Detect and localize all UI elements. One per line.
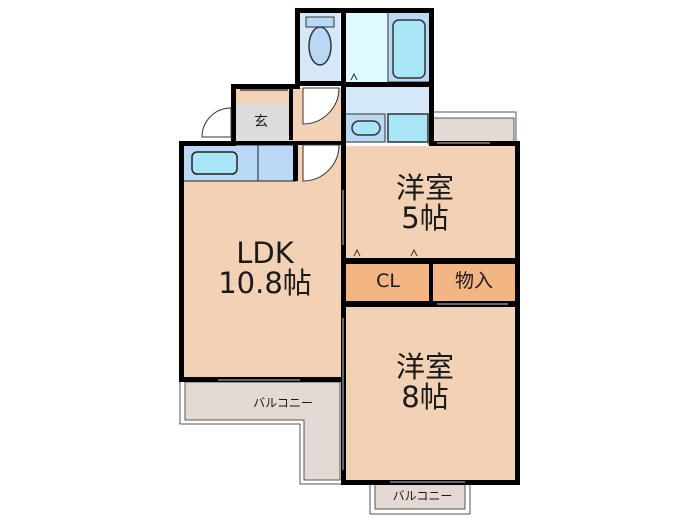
windows [218, 89, 508, 483]
doors [201, 87, 340, 182]
balcony-bottom [369, 483, 471, 515]
entrance-label: 玄 [254, 114, 268, 130]
storage-label: 物入 [454, 270, 493, 292]
balcony-left [179, 377, 345, 485]
western-room-5-floor [345, 146, 515, 259]
ldk-floor [183, 145, 343, 378]
western-room-8-label: 洋室 8帖 [395, 350, 454, 415]
balcony-top-right [427, 111, 517, 145]
ldk-label: LDK 10.8帖 [218, 236, 312, 301]
western-room-5-label: 洋室 5帖 [395, 171, 454, 236]
closet-label: CL [376, 270, 400, 292]
wash-basin-icon [351, 120, 381, 136]
closet-floor [345, 264, 429, 302]
balcony-bottom-label: バルコニー [392, 489, 453, 503]
toilet-icon [308, 26, 332, 66]
storage-floor [433, 264, 515, 302]
sink-icon [191, 151, 238, 175]
bathtub-icon [392, 19, 426, 79]
western-room-8-floor [345, 306, 515, 480]
balcony-left-label: バルコニー [253, 396, 313, 410]
entrance-floor [236, 103, 293, 141]
washing-machine-icon [387, 113, 429, 143]
